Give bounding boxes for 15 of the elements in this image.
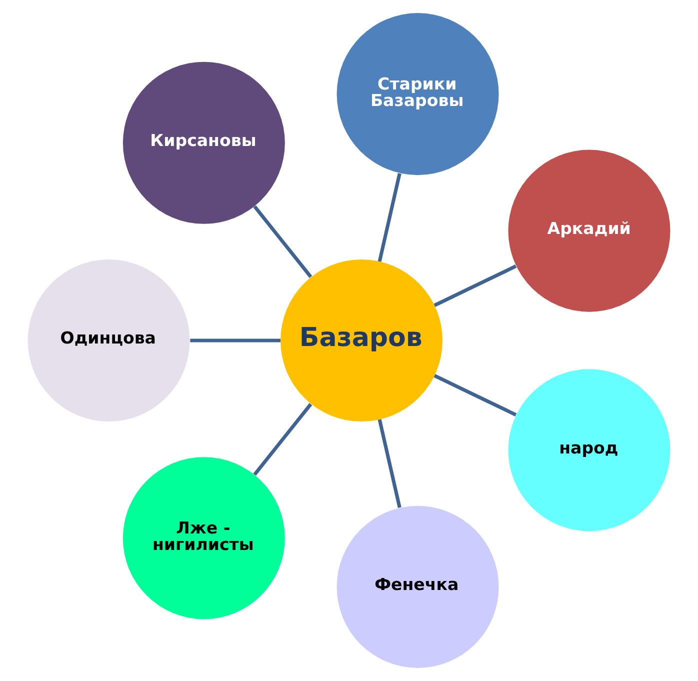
connector — [190, 338, 280, 342]
node-circle: Кирсановы — [122, 62, 285, 224]
node-circle: народ — [508, 369, 670, 532]
connector — [253, 205, 312, 278]
node-circle: Базаров — [280, 259, 443, 422]
node-circle: Аркадий — [508, 150, 670, 312]
node-circle: Фенечка — [336, 506, 499, 668]
connector — [378, 419, 402, 508]
connector — [434, 374, 517, 416]
node-circle: Лже - нигилисты — [122, 457, 285, 620]
node-circle: Старики Базаровы — [336, 13, 499, 176]
connector — [378, 173, 402, 262]
node-circle: Одинцова — [28, 259, 190, 422]
connector — [253, 403, 312, 476]
connector — [434, 264, 517, 307]
